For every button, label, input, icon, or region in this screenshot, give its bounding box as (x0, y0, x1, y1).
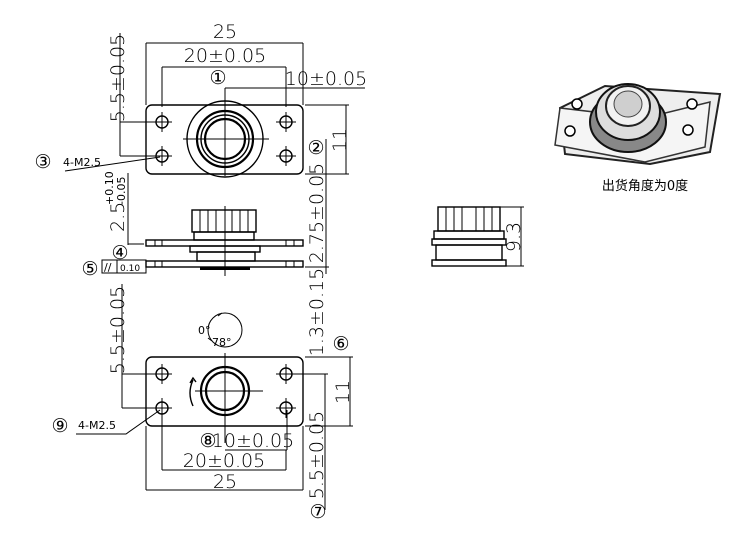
bottom-view: 0° 78° 5.5±0.05 11 ⑧ 10±0.05 20±0.05 25 … (51, 284, 354, 523)
dim-hole-pitch: 20±0.05 (183, 450, 265, 472)
callout-4: ④ (111, 242, 128, 264)
callout-3: ③ (34, 151, 51, 173)
photo-caption: 出货角度为0度 (602, 178, 688, 194)
dim-thickness: 2.5 (107, 202, 129, 232)
callout-7: ⑦ (309, 501, 326, 523)
dim-gap: 2.75±0.05 (306, 163, 328, 264)
dim-thickness-tol-lower: -0.05 (115, 177, 128, 205)
right-side-view: 9.3 (431, 206, 525, 267)
dim-width: 25 (213, 471, 237, 493)
angle-start: 0° (198, 324, 211, 337)
dim-center-offset: 10±0.05 (212, 430, 294, 452)
callout-9: ⑨ (51, 415, 68, 437)
dim-hole-pitch: 20±0.05 (184, 45, 266, 67)
parallelism-tolerance-frame: // 0.10 (101, 259, 147, 274)
side-view: 2.5 +0.10 -0.05 2.75±0.05 1.3±0.15 ④ ⑤ ⑥… (81, 139, 350, 356)
dim-height: 11 (332, 380, 354, 404)
connector-body (183, 88, 269, 178)
rotation-direction-icon (189, 376, 197, 407)
callout-5: ⑤ (81, 258, 98, 280)
dim-hole-row: 5.5±0.05 (107, 34, 129, 122)
connector-cap (191, 209, 257, 233)
parallelism-symbol: // (104, 261, 112, 274)
dim-bottom: 1.3±0.15 (306, 268, 328, 356)
callout-2: ② (307, 137, 324, 159)
dim-hole-row: 5.5±0.05 (107, 286, 129, 374)
dim-thickness-tol-upper: +0.10 (103, 171, 116, 205)
callout-6: ⑥ (332, 333, 349, 355)
top-view: 25 20±0.05 ① 10±0.05 5.5±0.05 11 ② ③ 4-M… (34, 21, 367, 178)
rotation-arrow-icon (207, 312, 223, 342)
dim-bottom-offset: 5.5±0.05 (306, 411, 328, 499)
product-3d-render: 出货角度为0度 (554, 83, 722, 194)
callout-8: ⑧ (199, 430, 216, 452)
dim-height: 9.3 (503, 222, 525, 252)
dim-height: 11 (329, 128, 351, 152)
mounting-holes (152, 112, 296, 166)
parallelism-value: 0.10 (120, 264, 140, 274)
dim-width: 25 (213, 21, 237, 43)
callout-1: ① (209, 67, 226, 89)
dim-center-offset: 10±0.05 (285, 68, 367, 90)
thread-label: 4-M2.5 (78, 419, 116, 432)
dimension-lines (64, 33, 365, 175)
angle-rotation: 78° (212, 336, 232, 349)
thread-label: 4-M2.5 (63, 156, 101, 169)
rotation-circle (207, 312, 243, 348)
